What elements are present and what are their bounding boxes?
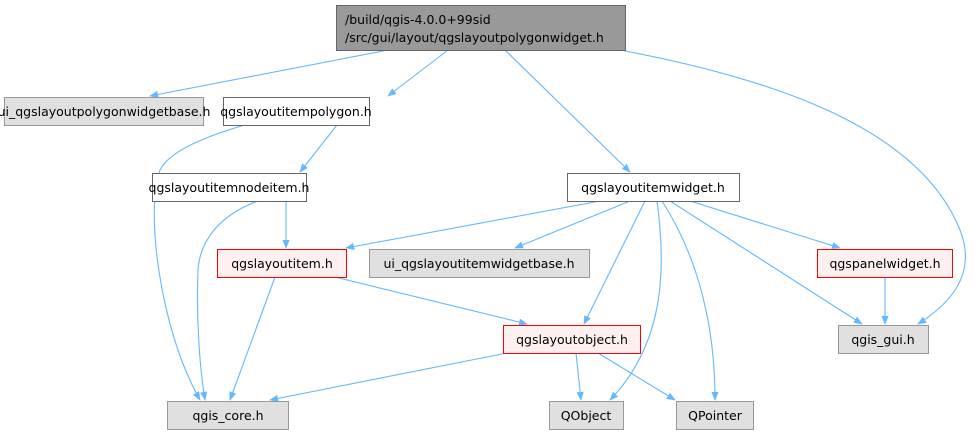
edge-layoutobject-qpointer xyxy=(597,352,676,401)
edge-itempolygon-nodeitem xyxy=(299,124,338,173)
node-itemwidget[interactable]: qgslayoutitemwidget.h xyxy=(567,173,740,202)
edge-itemwidget-ui-itemwidgetbase xyxy=(514,200,631,249)
edge-itemwidget-layoutitem xyxy=(345,200,601,251)
edge-main-ui-polygonwidgetbase xyxy=(149,49,389,98)
edge-itemwidget-qpointer xyxy=(661,200,719,401)
node-label: qgslayoutitem.h xyxy=(231,256,333,271)
node-ui-itemwidgetbase[interactable]: ui_qgslayoutitemwidgetbase.h xyxy=(369,249,590,278)
node-label: qgslayoutitemwidget.h xyxy=(581,180,725,195)
node-label: qgspanelwidget.h xyxy=(829,256,940,271)
node-qobject[interactable]: QObject xyxy=(549,401,624,430)
node-main[interactable]: /build/qgis-4.0.0+99sid /src/gui/layout/… xyxy=(336,5,626,51)
edge-layoutitem-layoutobject xyxy=(334,276,528,326)
node-label: qgslayoutobject.h xyxy=(516,332,628,347)
node-layoutitem[interactable]: qgslayoutitem.h xyxy=(217,249,347,278)
node-label: qgslayoutitemnodeitem.h xyxy=(149,180,310,195)
node-label: QObject xyxy=(561,408,612,423)
node-label: qgslayoutitempolygon.h xyxy=(220,104,371,119)
node-label: qgis_core.h xyxy=(192,408,263,423)
edge-nodeitem-qgis-core xyxy=(196,200,259,401)
edge-itemwidget-qgis-gui xyxy=(669,200,863,325)
node-label: ui_qgslayoutitemwidgetbase.h xyxy=(383,256,574,271)
edge-itemwidget-layoutobject xyxy=(583,200,646,325)
node-nodeitem[interactable]: qgslayoutitemnodeitem.h xyxy=(149,173,310,202)
node-label: QPointer xyxy=(688,408,743,423)
node-qgis-core[interactable]: qgis_core.h xyxy=(167,401,289,430)
edge-itemwidget-panelwidget xyxy=(689,200,841,250)
edge-itemwidget-qobject xyxy=(609,200,662,401)
node-itempolygon[interactable]: qgslayoutitempolygon.h xyxy=(220,97,372,126)
edge-layoutobject-qgis-core xyxy=(269,352,508,402)
node-main-line1: /build/qgis-4.0.0+99sid xyxy=(345,12,491,27)
edge-main-qgis-gui xyxy=(619,49,966,325)
edge-main-itemwidget xyxy=(504,49,631,173)
edge-layoutobject-qobject xyxy=(575,352,584,401)
node-label: qgis_gui.h xyxy=(851,332,914,347)
node-label: ui_qgslayoutpolygonwidgetbase.h xyxy=(0,104,210,119)
node-main-line2: /src/gui/layout/qgslayoutpolygonwidget.h xyxy=(345,30,604,45)
node-qpointer[interactable]: QPointer xyxy=(676,401,754,430)
node-layoutobject[interactable]: qgslayoutobject.h xyxy=(503,325,641,354)
edge-layoutitem-qgis-core xyxy=(229,276,276,401)
edge-main-itempolygon xyxy=(387,49,449,97)
node-qgis-gui[interactable]: qgis_gui.h xyxy=(838,325,929,354)
node-panelwidget[interactable]: qgspanelwidget.h xyxy=(817,249,953,278)
node-ui-polygonwidgetbase[interactable]: ui_qgslayoutpolygonwidgetbase.h xyxy=(0,97,210,126)
